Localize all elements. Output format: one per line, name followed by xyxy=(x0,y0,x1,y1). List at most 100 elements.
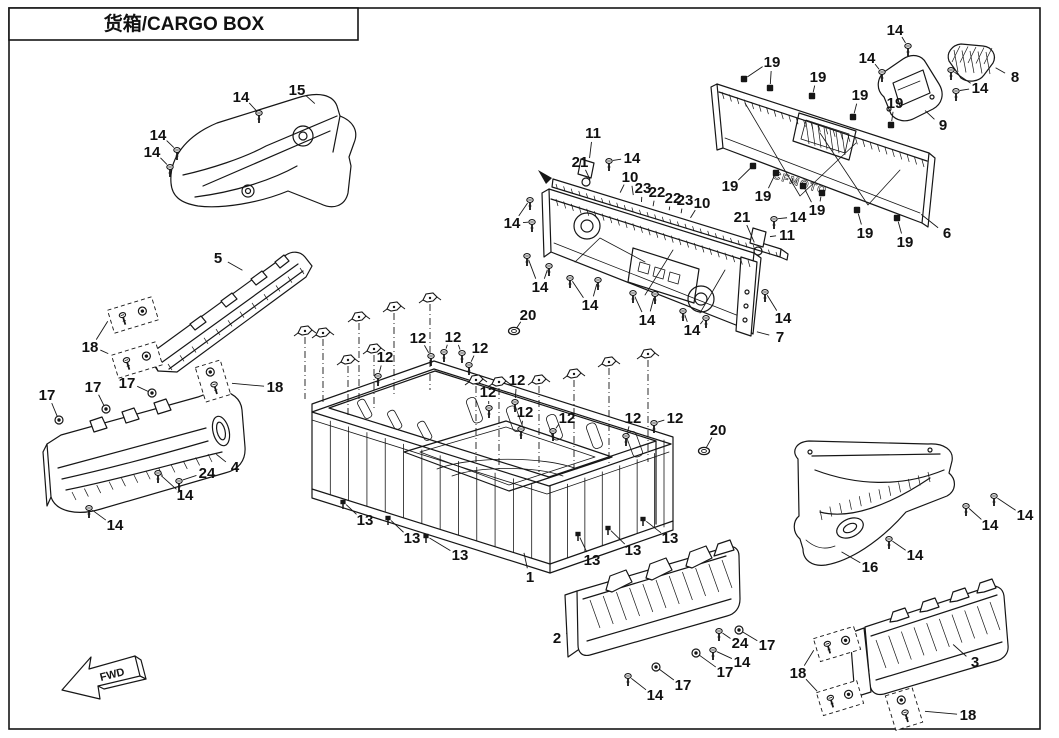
callout-14: 14 xyxy=(150,127,181,160)
callout-14: 14 xyxy=(679,308,710,339)
callout-19: 19 xyxy=(849,87,869,121)
callout-6: 6 xyxy=(920,213,951,242)
callout-number: 14 xyxy=(233,89,250,106)
callout-number: 14 xyxy=(624,150,641,167)
callout-number: 14 xyxy=(144,144,161,161)
callout-10: 10 xyxy=(690,195,711,219)
callout-19: 19 xyxy=(755,169,780,205)
callout-number: 16 xyxy=(862,559,879,576)
callout-number: 21 xyxy=(572,154,589,171)
callout-13: 13 xyxy=(423,533,469,564)
callout-18: 18 xyxy=(231,379,283,396)
callout-number: 19 xyxy=(810,69,827,86)
callout-number: 14 xyxy=(582,297,599,314)
fastener-layer xyxy=(106,292,924,731)
callout-17: 17 xyxy=(651,662,692,694)
callout-12: 12 xyxy=(517,404,533,439)
callout-number: 14 xyxy=(790,209,807,226)
callout-number: 14 xyxy=(150,127,167,144)
fastener-kit-box xyxy=(884,687,924,731)
title-box xyxy=(8,7,359,41)
callout-19: 19 xyxy=(887,95,904,129)
fastener-kit-box xyxy=(194,359,232,403)
callout-14: 14 xyxy=(85,505,124,534)
callout-14: 14 xyxy=(885,536,924,564)
callout-number: 4 xyxy=(231,459,240,476)
callout-13: 13 xyxy=(340,499,373,529)
wing-clip-fastener xyxy=(293,325,317,399)
fastener-kit-box xyxy=(110,341,164,379)
callout-3: 3 xyxy=(952,644,979,671)
callout-14: 14 xyxy=(154,470,194,504)
fastener-kit-box xyxy=(812,625,862,663)
fastener-kit-box xyxy=(815,679,865,717)
callout-number: 3 xyxy=(971,654,979,671)
callout-number: 13 xyxy=(662,530,679,547)
callout-17: 17 xyxy=(39,387,64,425)
callout-14: 14 xyxy=(233,89,263,123)
callout-11: 11 xyxy=(769,227,795,244)
callout-number: 19 xyxy=(887,95,904,112)
callout-number: 14 xyxy=(177,487,194,504)
callout-number: 17 xyxy=(39,387,56,404)
callout-number: 24 xyxy=(732,635,749,652)
callout-14: 14 xyxy=(709,647,751,671)
callout-number: 10 xyxy=(694,195,711,212)
callout-7: 7 xyxy=(756,329,784,346)
callout-number: 1 xyxy=(526,569,534,586)
callout-21: 21 xyxy=(734,209,755,243)
callout-number: 17 xyxy=(675,677,692,694)
callout-19: 19 xyxy=(799,182,825,219)
callout-number: 24 xyxy=(199,465,216,482)
callout-8: 8 xyxy=(995,67,1019,86)
callout-number: 8 xyxy=(1011,69,1019,86)
callout-15: 15 xyxy=(289,82,316,104)
callout-14: 14 xyxy=(624,673,664,704)
callout-18: 18 xyxy=(790,650,818,692)
callout-14: 14 xyxy=(859,50,886,82)
callout-number: 14 xyxy=(775,310,792,327)
callout-1: 1 xyxy=(523,552,534,586)
wing-clip-fastener xyxy=(527,374,551,472)
callout-11: 11 xyxy=(585,125,601,159)
part-8-handle-grip xyxy=(947,43,995,82)
callout-number: 14 xyxy=(887,22,904,39)
wing-clip-fastener xyxy=(487,376,511,470)
callout-number: 2 xyxy=(553,630,561,647)
callout-number: 13 xyxy=(584,552,601,569)
callout-number: 20 xyxy=(710,422,727,439)
callout-number: 22 xyxy=(649,184,666,201)
part-5-side-rail-panel xyxy=(145,251,313,373)
callout-14: 14 xyxy=(990,493,1034,524)
callout-14: 14 xyxy=(761,289,792,327)
callout-number: 17 xyxy=(85,379,102,396)
callout-number: 14 xyxy=(504,215,521,232)
callout-18: 18 xyxy=(924,707,977,724)
callout-19: 19 xyxy=(893,214,913,251)
callout-number: 12 xyxy=(377,349,394,366)
callout-2: 2 xyxy=(553,630,568,647)
callout-number: 18 xyxy=(960,707,977,724)
callout-16: 16 xyxy=(841,551,879,576)
callout-number: 17 xyxy=(119,375,136,392)
callout-18: 18 xyxy=(82,321,109,356)
wing-clip-fastener xyxy=(347,311,371,399)
callout-12: 12 xyxy=(465,340,488,375)
callout-14: 14 xyxy=(887,22,912,56)
fwd-arrow-label: FWD xyxy=(99,666,126,684)
callout-17: 17 xyxy=(85,379,111,414)
callout-number: 18 xyxy=(82,339,99,356)
callout-number: 19 xyxy=(852,87,869,104)
callout-number: 6 xyxy=(943,225,951,242)
callout-number: 11 xyxy=(585,125,601,142)
callout-12: 12 xyxy=(440,329,466,363)
page-frame: 货箱/CARGO BOX xyxy=(8,7,1041,730)
callout-number: 13 xyxy=(452,547,469,564)
wing-clip-fastener xyxy=(311,327,335,405)
callout-19: 19 xyxy=(808,69,827,100)
callout-number: 14 xyxy=(859,50,876,67)
part-16-support-bracket xyxy=(793,440,955,566)
callout-14: 14 xyxy=(605,150,641,171)
callout-number: 15 xyxy=(289,82,306,99)
